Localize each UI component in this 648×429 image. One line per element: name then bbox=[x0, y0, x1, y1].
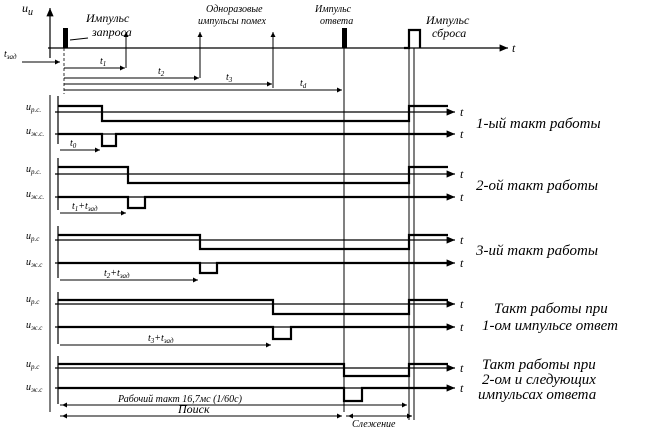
row3-t-uzhs: t bbox=[460, 256, 464, 270]
row5-uzhs-signal bbox=[58, 386, 448, 403]
search-label: Поиск bbox=[177, 402, 210, 416]
row2-t-uzhs: t bbox=[460, 190, 464, 204]
row4-uzhs-signal bbox=[58, 325, 448, 341]
row4-caption-2: 1-ом импульсе ответ bbox=[482, 318, 618, 334]
row3-urs-label: uр.с bbox=[26, 231, 40, 243]
reset-label-1: Импульс bbox=[425, 13, 470, 27]
row3-urs-signal bbox=[58, 233, 448, 251]
t2-label: t2 bbox=[158, 66, 165, 78]
top-u-label: uи bbox=[22, 1, 33, 18]
td-label: td bbox=[300, 78, 307, 90]
row4-t-uzhs: t bbox=[460, 320, 464, 334]
row4-caption-1: Такт работы при bbox=[494, 301, 608, 317]
bottom-intervals: Рабочий такт 16,7мс (1/60с) Поиск Слежен… bbox=[60, 394, 412, 429]
answer-pulse bbox=[342, 28, 347, 48]
row1-t-uzhs: t bbox=[460, 127, 464, 141]
request-pointer bbox=[69, 37, 89, 41]
row4-delay-label: t3+tзад bbox=[148, 333, 174, 345]
row1-caption: 1-ый такт работы bbox=[476, 116, 601, 132]
row5-caption-3: импульсах ответа bbox=[478, 387, 596, 403]
row1-delay-label: t0 bbox=[70, 138, 77, 150]
request-label-1: Импульс bbox=[85, 11, 130, 25]
row5-uzhs-label: uж.с bbox=[26, 382, 43, 394]
row2-urs-signal bbox=[58, 165, 448, 185]
row5-t-urs: t bbox=[460, 361, 464, 375]
row1-urs-signal bbox=[58, 104, 448, 123]
tracking-label: Слежение bbox=[352, 419, 396, 429]
answer-label-1: Импульс bbox=[314, 4, 352, 15]
row-1: uр.с. uж.с. t0 t t 1-ый такт работы bbox=[26, 96, 601, 153]
row1-uzhs-label: uж.с. bbox=[26, 126, 44, 138]
row2-uzhs-signal bbox=[58, 195, 448, 210]
row-4: uр.с uж.с t3+tзад t t Такт работы при 1-… bbox=[26, 292, 618, 348]
row3-caption: 3-ий такт работы bbox=[475, 243, 598, 259]
row-2: uр.с. uж.с. t1+tзад t t 2-ой такт работы bbox=[26, 158, 598, 216]
row4-urs-signal bbox=[58, 298, 448, 316]
request-pulse bbox=[63, 28, 68, 48]
row4-t-urs: t bbox=[460, 297, 464, 311]
row2-uzhs-label: uж.с. bbox=[26, 189, 44, 201]
row5-urs-signal bbox=[58, 362, 448, 378]
row3-uzhs-signal bbox=[58, 261, 448, 275]
row5-t-uzhs: t bbox=[460, 381, 464, 395]
row2-caption: 2-ой такт работы bbox=[476, 178, 598, 194]
row1-urs-label: uр.с. bbox=[26, 102, 41, 114]
row4-urs-label: uр.с bbox=[26, 294, 40, 306]
top-panel: uи t Импульс запроса Одноразовые импульс… bbox=[4, 1, 516, 94]
reset-pulse bbox=[404, 28, 422, 50]
row2-t-urs: t bbox=[460, 167, 464, 181]
reset-label-2: сброса bbox=[432, 26, 466, 40]
top-t-label: t bbox=[512, 41, 516, 55]
answer-label-2: ответа bbox=[320, 16, 353, 27]
work-cycle-label: Рабочий такт 16,7мс (1/60с) bbox=[117, 394, 243, 405]
row4-uzhs-label: uж.с bbox=[26, 320, 43, 332]
row3-uzhs-label: uж.с bbox=[26, 257, 43, 269]
request-label-2: запроса bbox=[91, 25, 132, 39]
noise-label-1: Одноразовые bbox=[206, 4, 263, 15]
row-5: uр.с uж.с t t Такт работы при 2-ом и сле… bbox=[26, 356, 596, 404]
noise-label-2: импульсы помех bbox=[198, 16, 266, 27]
row3-delay-label: t2+tзад bbox=[104, 268, 130, 280]
row5-caption-2: 2-ом и следующих bbox=[482, 372, 596, 388]
t1-label: t1 bbox=[100, 56, 106, 68]
row5-urs-label: uр.с bbox=[26, 359, 40, 371]
row-3: uр.с uж.с t2+tзад t t 3-ий такт работы bbox=[26, 226, 598, 283]
t3-label: t3 bbox=[226, 72, 233, 84]
row2-urs-label: uр.с. bbox=[26, 164, 41, 176]
row5-caption-1: Такт работы при bbox=[482, 357, 596, 373]
row1-t-urs: t bbox=[460, 105, 464, 119]
row3-t-urs: t bbox=[460, 233, 464, 247]
row1-uzhs-signal bbox=[58, 132, 448, 148]
row2-delay-label: t1+tзад bbox=[72, 201, 98, 213]
t-zad-label: tзад bbox=[4, 49, 17, 61]
